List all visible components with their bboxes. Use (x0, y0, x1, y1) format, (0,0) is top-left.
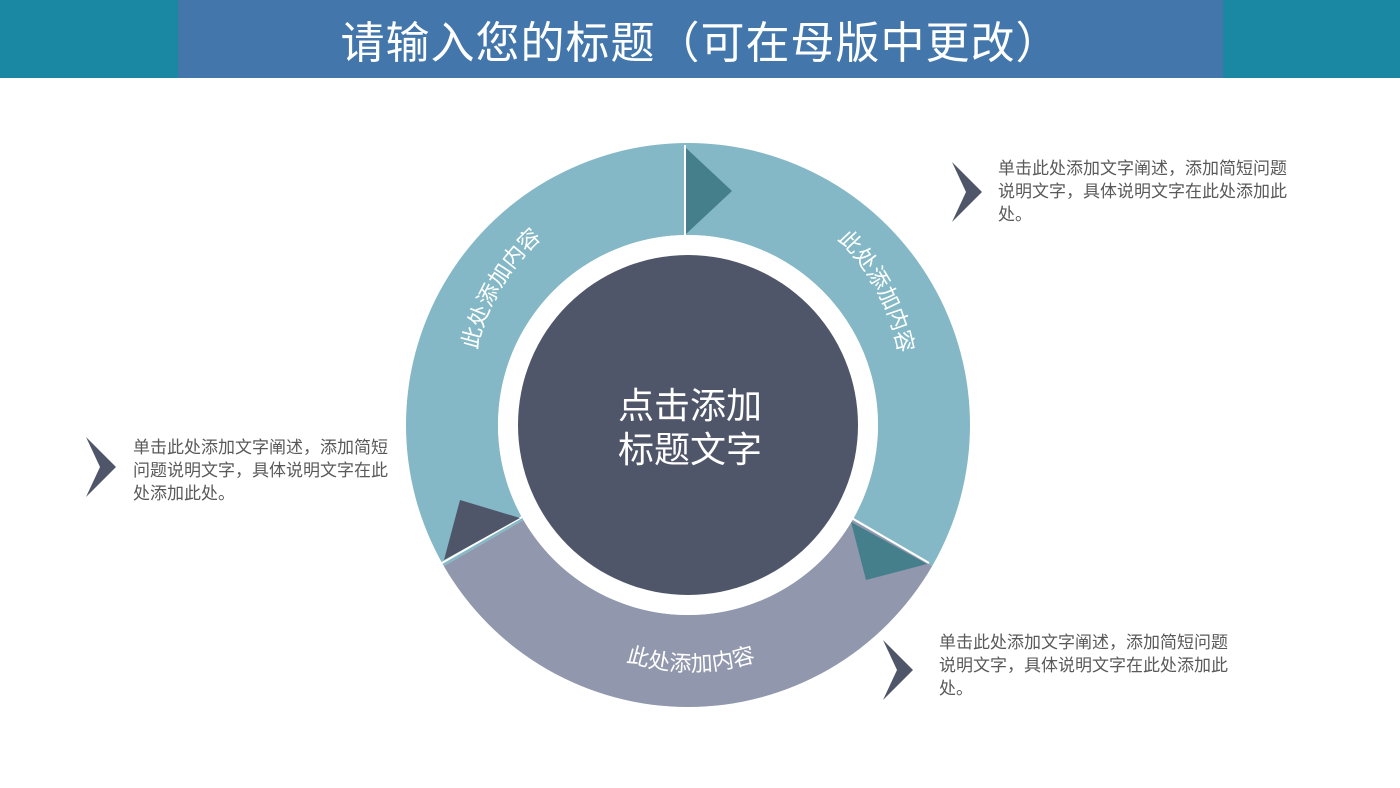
description-bottom-right[interactable]: 单击此处添加文字阐述，添加简短问题说明文字，具体说明文字在此处添加此处。 (939, 633, 1228, 699)
description-top-right[interactable]: 单击此处添加文字阐述，添加简短问题说明文字，具体说明文字在此处添加此处。 (998, 159, 1287, 225)
arrow-head-top (686, 148, 732, 234)
ring-segment-left[interactable] (406, 143, 688, 566)
ring-segment-right[interactable] (688, 143, 970, 566)
bullet-marker-top-right (952, 162, 982, 222)
title-box: 请输入您的标题（可在母版中更改） (178, 0, 1223, 78)
arrow-head-left (444, 500, 520, 560)
description-left[interactable]: 单击此处添加文字阐述，添加简短问题说明文字，具体说明文字在此处添加此处。 (133, 438, 388, 504)
separator-right (849, 516, 930, 564)
arrow-head-right (851, 522, 927, 580)
ring-segment-bottom[interactable] (443, 520, 933, 707)
bullet-marker-left (86, 437, 116, 497)
center-title-line2[interactable]: 标题文字 (618, 430, 762, 471)
center-title-line1[interactable]: 点击添加 (618, 386, 762, 427)
page-title[interactable]: 请输入您的标题（可在母版中更改） (340, 18, 1061, 69)
bullet-marker-bottom-right (883, 640, 913, 700)
separator-left (441, 516, 523, 564)
center-circle[interactable] (518, 255, 858, 595)
